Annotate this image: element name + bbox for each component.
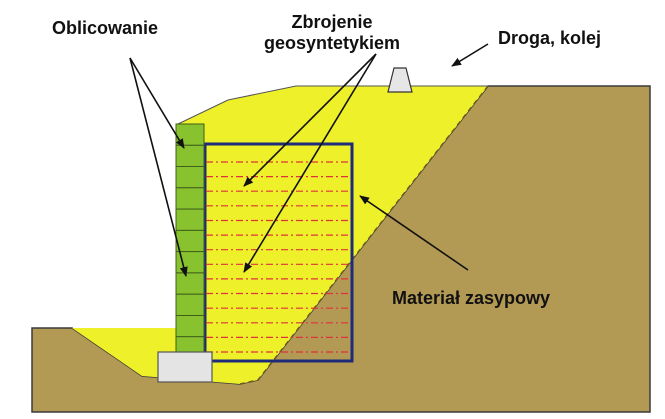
facing-block (175, 229, 205, 253)
label-facing: Oblicowanie (52, 18, 159, 38)
geosynthetic-reinforcement-layers (206, 161, 350, 353)
arrow-facing-1 (129, 57, 185, 149)
facing-block (175, 166, 205, 189)
arrow-reinforcement-2 (243, 53, 377, 273)
reinforced-zone (203, 142, 354, 363)
arrow-road (451, 43, 489, 67)
arrow-backfill (359, 195, 469, 271)
backfill-boundary (239, 85, 489, 385)
label-reinforcement-line2: geosyntetykiem (263, 33, 401, 53)
road-element (387, 67, 413, 93)
label-road: Droga, kolej (498, 28, 602, 48)
arrow-reinforcement-1 (243, 53, 377, 187)
footing (157, 351, 213, 383)
facing-block (175, 315, 205, 338)
facing-block (175, 293, 205, 317)
label-reinforcement-line1: Zbrojenie (291, 12, 373, 32)
facing-block (175, 144, 205, 168)
facing-block (175, 272, 205, 295)
arrow-facing-2 (129, 57, 188, 277)
label-reinforcement: Zbrojenie geosyntetykiem (242, 12, 422, 54)
facing-column (175, 123, 205, 359)
facing-block (175, 187, 205, 210)
facing-block (175, 208, 205, 231)
label-backfill: Materiał zasypowy (392, 288, 551, 308)
backfill-material (32, 86, 488, 384)
